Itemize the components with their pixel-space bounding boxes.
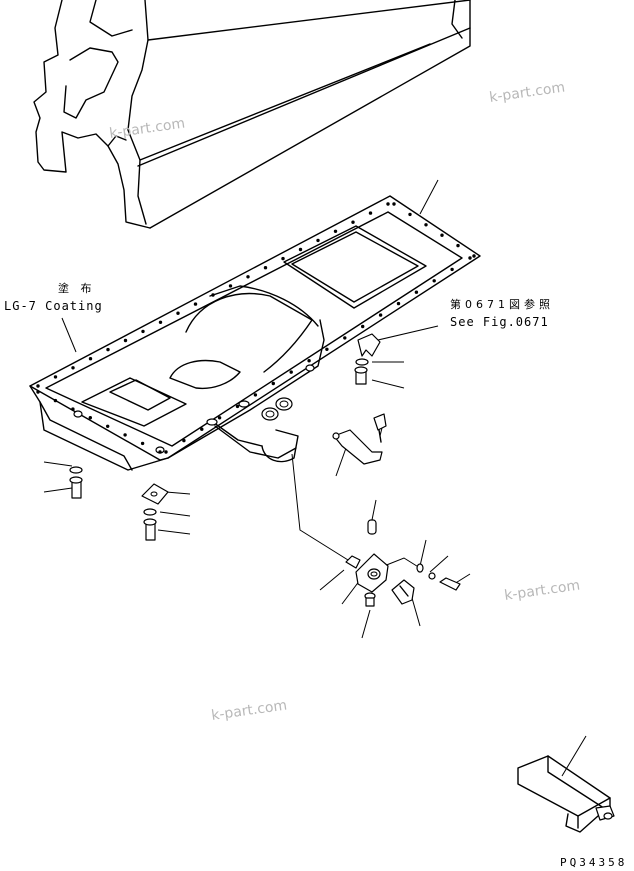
bolt-hole bbox=[386, 202, 390, 206]
bolt-hole bbox=[193, 302, 198, 306]
bolt-hole bbox=[271, 381, 275, 386]
bolt-hole bbox=[217, 416, 222, 420]
bolt-hole bbox=[343, 336, 347, 340]
bolt-hole bbox=[235, 404, 240, 409]
bolt-hole bbox=[368, 211, 373, 215]
bolt-hole bbox=[36, 390, 40, 394]
drawing-code: PQ34358 bbox=[560, 856, 627, 869]
bolt-hole bbox=[456, 243, 460, 248]
leader-lines bbox=[43, 179, 587, 777]
bolt-hole bbox=[53, 375, 58, 379]
bolt-hole bbox=[424, 223, 428, 227]
bolt-hole bbox=[211, 293, 215, 297]
annotation-labels: 塗 布 LG-7 Coating 第0671図参照 See Fig.0671 bbox=[4, 281, 554, 329]
bolt-hole bbox=[325, 347, 329, 351]
corner-detail-part bbox=[517, 755, 615, 833]
bolt-hole bbox=[71, 366, 75, 370]
hardware-left-lower bbox=[69, 466, 169, 541]
bolt-hole bbox=[281, 256, 285, 261]
bolt-hole bbox=[182, 438, 186, 443]
watermark: k-part.com bbox=[488, 80, 566, 106]
bolt-hole bbox=[316, 238, 320, 243]
bolt-hole bbox=[88, 416, 93, 420]
bolt-hole bbox=[106, 424, 110, 428]
watermarks: k-part.com k-part.com k-part.com k-part.… bbox=[108, 80, 581, 724]
reference-label-jp: 第0671図参照 bbox=[450, 297, 554, 311]
bolt-hole bbox=[361, 324, 365, 329]
bolt-hole bbox=[228, 284, 233, 288]
hardware-right-upper bbox=[332, 333, 387, 465]
bolt-hole bbox=[53, 398, 58, 403]
bolt-hole bbox=[123, 338, 128, 343]
bolt-hole bbox=[396, 301, 401, 306]
bolt-hole bbox=[253, 393, 258, 397]
bolt-hole bbox=[307, 359, 311, 363]
bolt-hole bbox=[158, 450, 162, 454]
reference-label-en: See Fig.0671 bbox=[450, 315, 549, 329]
bolt-hole bbox=[164, 450, 168, 454]
bolt-hole bbox=[333, 229, 338, 233]
bolt-hole bbox=[200, 427, 204, 431]
watermark: k-part.com bbox=[210, 698, 288, 724]
bolt-hole bbox=[71, 407, 75, 411]
bolt-hole bbox=[123, 433, 127, 437]
bolt-hole bbox=[140, 441, 145, 446]
bolt-hole bbox=[263, 266, 268, 270]
watermark: k-part.com bbox=[503, 578, 581, 604]
bolt-hole bbox=[392, 202, 396, 206]
flange-bolt-holes bbox=[36, 202, 476, 454]
coating-label-jp: 塗 布 bbox=[58, 281, 96, 295]
bolt-hole bbox=[298, 247, 303, 252]
bolt-hole bbox=[158, 320, 163, 324]
bolt-hole bbox=[472, 254, 476, 258]
bolt-hole bbox=[440, 233, 444, 237]
bolt-hole bbox=[378, 313, 383, 317]
bolt-hole bbox=[176, 311, 180, 315]
oil-pan bbox=[29, 195, 481, 471]
engine-block bbox=[33, 0, 471, 229]
bolt-hole bbox=[36, 384, 40, 388]
bolt-hole bbox=[88, 357, 93, 361]
bolt-hole bbox=[106, 347, 110, 352]
bolt-hole bbox=[289, 370, 293, 374]
bolt-hole bbox=[351, 220, 355, 224]
bolt-hole bbox=[246, 275, 250, 279]
bolt-hole bbox=[141, 329, 145, 334]
watermark: k-part.com bbox=[108, 116, 186, 142]
hardware-drain-valve bbox=[345, 519, 461, 607]
bolt-hole bbox=[408, 212, 412, 217]
coating-label-en: LG-7 Coating bbox=[4, 299, 103, 313]
bolt-hole bbox=[450, 267, 454, 272]
bolt-hole bbox=[414, 290, 419, 294]
bolt-hole bbox=[468, 256, 472, 260]
bolt-hole bbox=[432, 279, 436, 283]
